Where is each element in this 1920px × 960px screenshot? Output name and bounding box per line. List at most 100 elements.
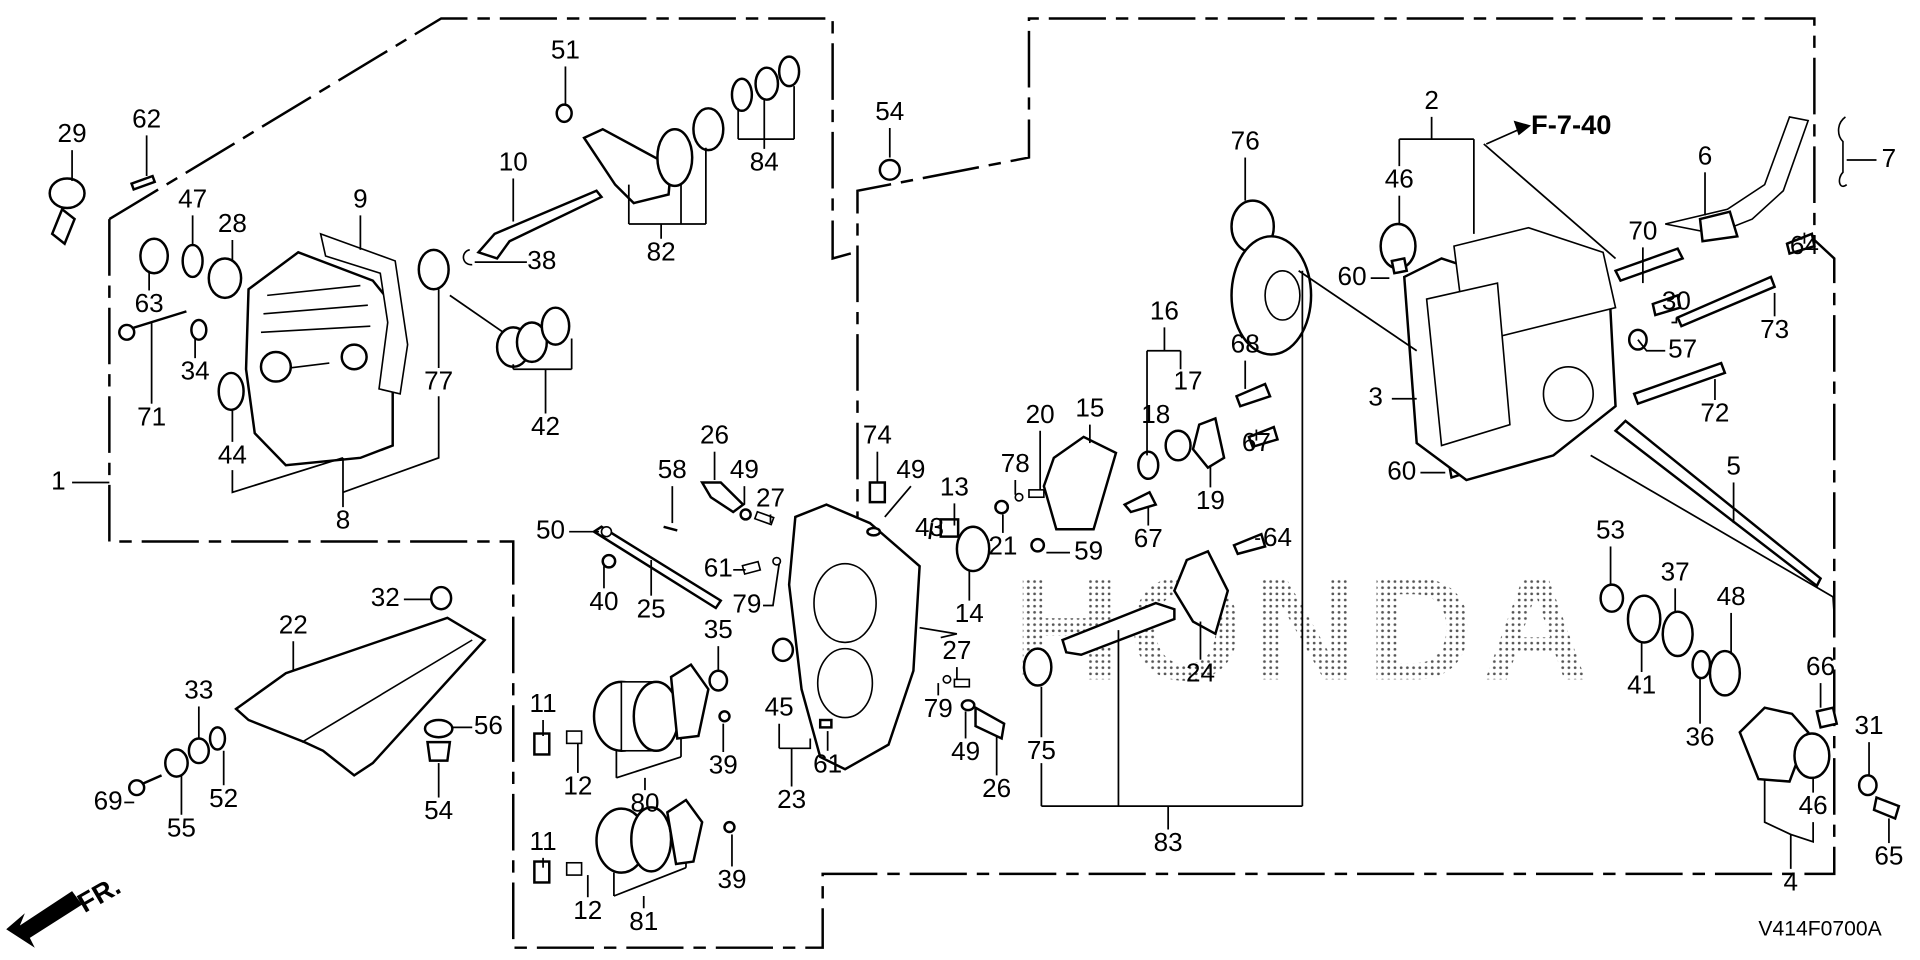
callout-46[interactable]: 46 xyxy=(1799,790,1828,820)
callout-80[interactable]: 80 xyxy=(630,788,659,818)
callout-3[interactable]: 3 xyxy=(1368,382,1383,412)
callout-81[interactable]: 81 xyxy=(629,906,658,936)
callout-70[interactable]: 70 xyxy=(1628,216,1657,246)
callout-57[interactable]: 57 xyxy=(1668,334,1697,364)
callout-19[interactable]: 19 xyxy=(1196,485,1225,515)
callout-10[interactable]: 10 xyxy=(499,147,528,177)
callout-67[interactable]: 67 xyxy=(1134,523,1163,553)
callout-42[interactable]: 42 xyxy=(531,411,560,441)
callout-51[interactable]: 51 xyxy=(551,35,580,65)
callout-49[interactable]: 49 xyxy=(730,454,759,484)
callout-49[interactable]: 49 xyxy=(896,454,925,484)
callout-82[interactable]: 82 xyxy=(647,236,676,266)
callout-37[interactable]: 37 xyxy=(1661,556,1690,586)
callout-23[interactable]: 23 xyxy=(777,784,806,814)
callout-46[interactable]: 46 xyxy=(1385,164,1414,194)
callout-58[interactable]: 58 xyxy=(658,454,687,484)
callout-26[interactable]: 26 xyxy=(700,420,729,450)
callout-72[interactable]: 72 xyxy=(1700,398,1729,428)
callout-52[interactable]: 52 xyxy=(209,783,238,813)
callout-32[interactable]: 32 xyxy=(371,582,400,612)
callout-21[interactable]: 21 xyxy=(988,531,1017,561)
callout-12[interactable]: 12 xyxy=(563,771,592,801)
callout-25[interactable]: 25 xyxy=(637,593,666,623)
callout-64[interactable]: 64 xyxy=(1790,230,1819,260)
callout-53[interactable]: 53 xyxy=(1596,515,1625,545)
callout-48[interactable]: 48 xyxy=(1717,581,1746,611)
callout-12[interactable]: 12 xyxy=(573,895,602,925)
callout-9[interactable]: 9 xyxy=(353,184,368,214)
callout-39[interactable]: 39 xyxy=(709,750,738,780)
callout-41[interactable]: 41 xyxy=(1627,670,1656,700)
callout-49[interactable]: 49 xyxy=(951,736,980,766)
callout-2[interactable]: 2 xyxy=(1424,85,1439,115)
callout-35[interactable]: 35 xyxy=(704,614,733,644)
callout-73[interactable]: 73 xyxy=(1760,314,1789,344)
callout-74[interactable]: 74 xyxy=(863,420,892,450)
reference-link[interactable]: F-7-40 xyxy=(1485,109,1611,145)
callout-66[interactable]: 66 xyxy=(1806,651,1835,681)
callout-84[interactable]: 84 xyxy=(750,147,779,177)
callout-60[interactable]: 60 xyxy=(1338,261,1367,291)
callout-61[interactable]: 61 xyxy=(813,748,842,778)
callout-27[interactable]: 27 xyxy=(756,483,785,513)
callout-77[interactable]: 77 xyxy=(424,366,453,396)
callout-36[interactable]: 36 xyxy=(1686,721,1715,751)
callout-38[interactable]: 38 xyxy=(527,245,556,275)
callout-83[interactable]: 83 xyxy=(1154,827,1183,857)
callout-17[interactable]: 17 xyxy=(1174,366,1203,396)
callout-61[interactable]: 61 xyxy=(704,553,733,583)
callout-20[interactable]: 20 xyxy=(1026,399,1055,429)
callout-16[interactable]: 16 xyxy=(1150,296,1179,326)
callout-54[interactable]: 54 xyxy=(424,795,453,825)
callout-8[interactable]: 8 xyxy=(336,505,351,535)
callout-55[interactable]: 55 xyxy=(167,812,196,842)
callout-78[interactable]: 78 xyxy=(1001,448,1030,478)
callout-71[interactable]: 71 xyxy=(137,401,166,431)
callout-14[interactable]: 14 xyxy=(955,598,984,628)
callout-18[interactable]: 18 xyxy=(1141,399,1170,429)
callout-11[interactable]: 11 xyxy=(530,688,557,718)
callout-4[interactable]: 4 xyxy=(1783,867,1798,897)
callout-24[interactable]: 24 xyxy=(1186,657,1215,687)
callout-59[interactable]: 59 xyxy=(1074,536,1103,566)
callout-45[interactable]: 45 xyxy=(765,692,794,722)
callout-33[interactable]: 33 xyxy=(184,675,213,705)
callout-27[interactable]: 27 xyxy=(942,635,971,665)
callout-6[interactable]: 6 xyxy=(1698,140,1713,170)
callout-76[interactable]: 76 xyxy=(1231,126,1260,156)
callout-31[interactable]: 31 xyxy=(1855,710,1884,740)
callout-39[interactable]: 39 xyxy=(717,864,746,894)
callout-28[interactable]: 28 xyxy=(218,208,247,238)
callout-15[interactable]: 15 xyxy=(1075,393,1104,423)
callout-75[interactable]: 75 xyxy=(1027,735,1056,765)
callout-13[interactable]: 13 xyxy=(940,472,969,502)
callout-64[interactable]: 64 xyxy=(1263,522,1292,552)
callout-79[interactable]: 79 xyxy=(924,693,953,723)
callout-69[interactable]: 69 xyxy=(94,785,123,815)
callout-26[interactable]: 26 xyxy=(982,773,1011,803)
callout-56[interactable]: 56 xyxy=(474,710,503,740)
callout-40[interactable]: 40 xyxy=(589,586,618,616)
callout-50[interactable]: 50 xyxy=(536,515,565,545)
callout-47[interactable]: 47 xyxy=(178,184,207,214)
callout-34[interactable]: 34 xyxy=(181,356,210,386)
callout-79[interactable]: 79 xyxy=(732,588,761,618)
callout-7[interactable]: 7 xyxy=(1882,143,1897,173)
callout-29[interactable]: 29 xyxy=(58,118,87,148)
callout-44[interactable]: 44 xyxy=(218,440,247,470)
callout-63[interactable]: 63 xyxy=(135,288,164,318)
callout-67[interactable]: 67 xyxy=(1242,427,1271,457)
callout-30[interactable]: 30 xyxy=(1662,286,1691,316)
callout-60[interactable]: 60 xyxy=(1387,456,1416,486)
callout-68[interactable]: 68 xyxy=(1231,329,1260,359)
callout-62[interactable]: 62 xyxy=(132,104,161,134)
callout-1[interactable]: 1 xyxy=(51,465,66,495)
callout-11[interactable]: 11 xyxy=(530,826,557,856)
callout-65[interactable]: 65 xyxy=(1874,841,1903,871)
callout-43[interactable]: 43 xyxy=(915,512,944,542)
callout-5[interactable]: 5 xyxy=(1726,451,1741,481)
reference-link-label[interactable]: F-7-40 xyxy=(1531,109,1611,140)
callout-54[interactable]: 54 xyxy=(875,96,904,126)
callout-22[interactable]: 22 xyxy=(279,609,308,639)
